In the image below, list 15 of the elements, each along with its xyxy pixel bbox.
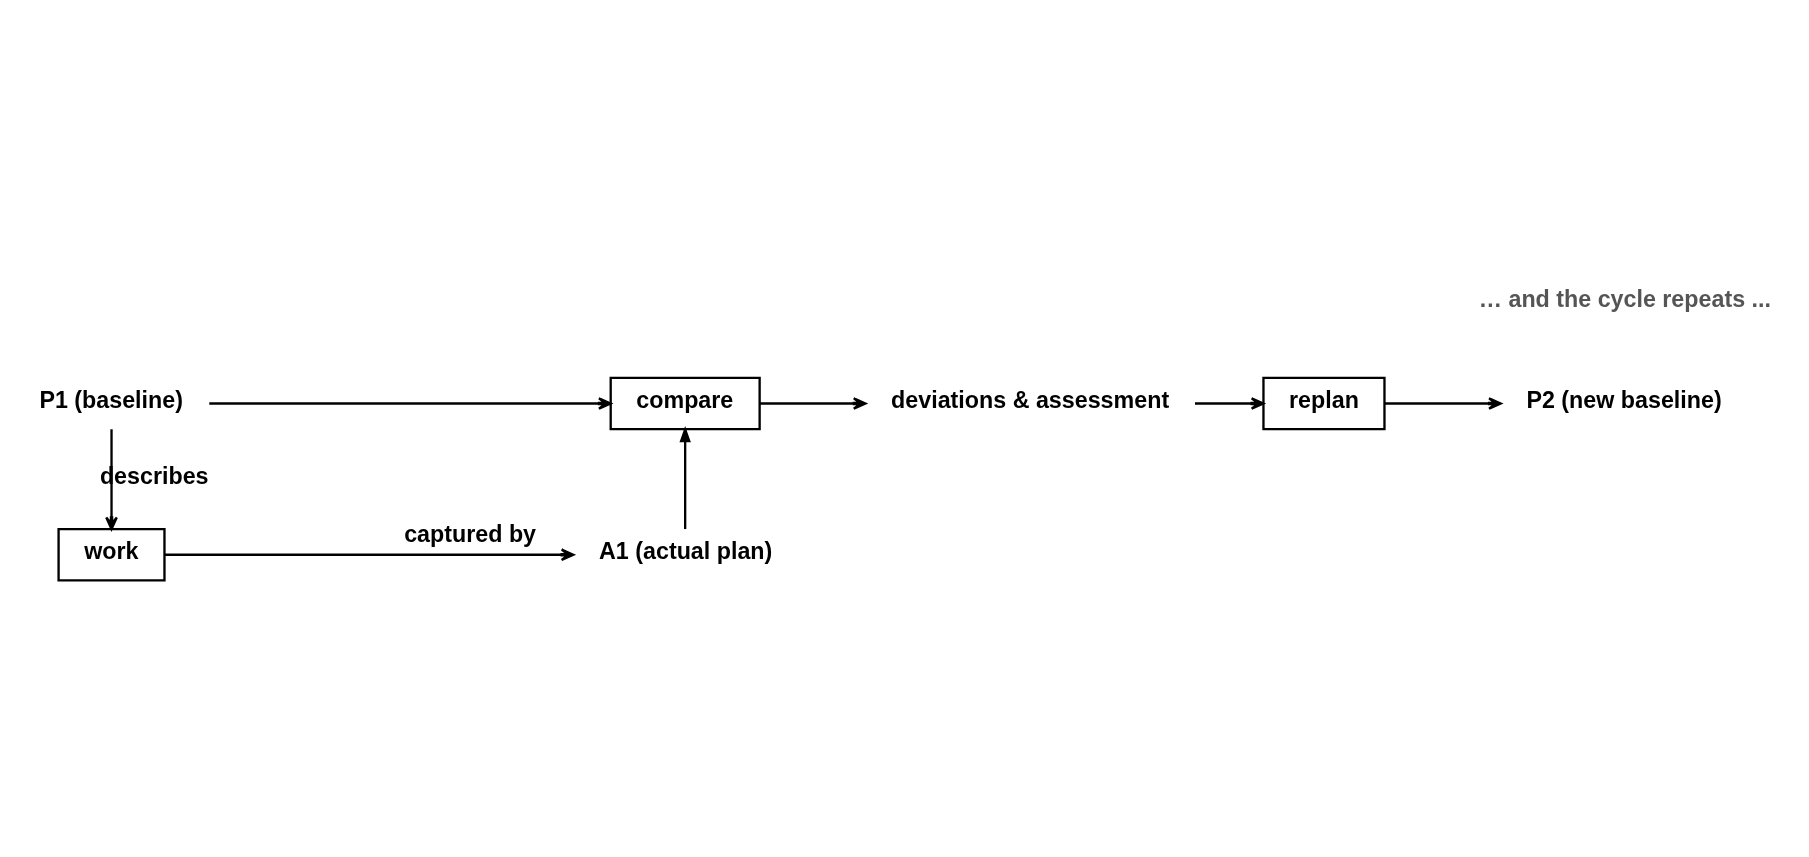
edge-label: captured by: [404, 520, 537, 547]
arrow: [1384, 397, 1502, 410]
arrow: [1194, 397, 1265, 410]
arrow: [164, 548, 575, 562]
node-box: replan: [1262, 376, 1386, 431]
node-text: P1 (baseline): [39, 387, 183, 414]
node-text: A1 (actual plan): [599, 538, 773, 565]
node-text: deviations & assessment: [891, 387, 1170, 414]
node-text: P2 (new baseline): [1526, 387, 1722, 414]
arrow: [759, 397, 867, 410]
arrow: [679, 425, 691, 530]
arrow: [209, 397, 612, 410]
label: … and the cycle repeats ...: [1478, 285, 1771, 312]
node-box: compare: [609, 376, 761, 431]
node-box: work: [57, 528, 166, 582]
